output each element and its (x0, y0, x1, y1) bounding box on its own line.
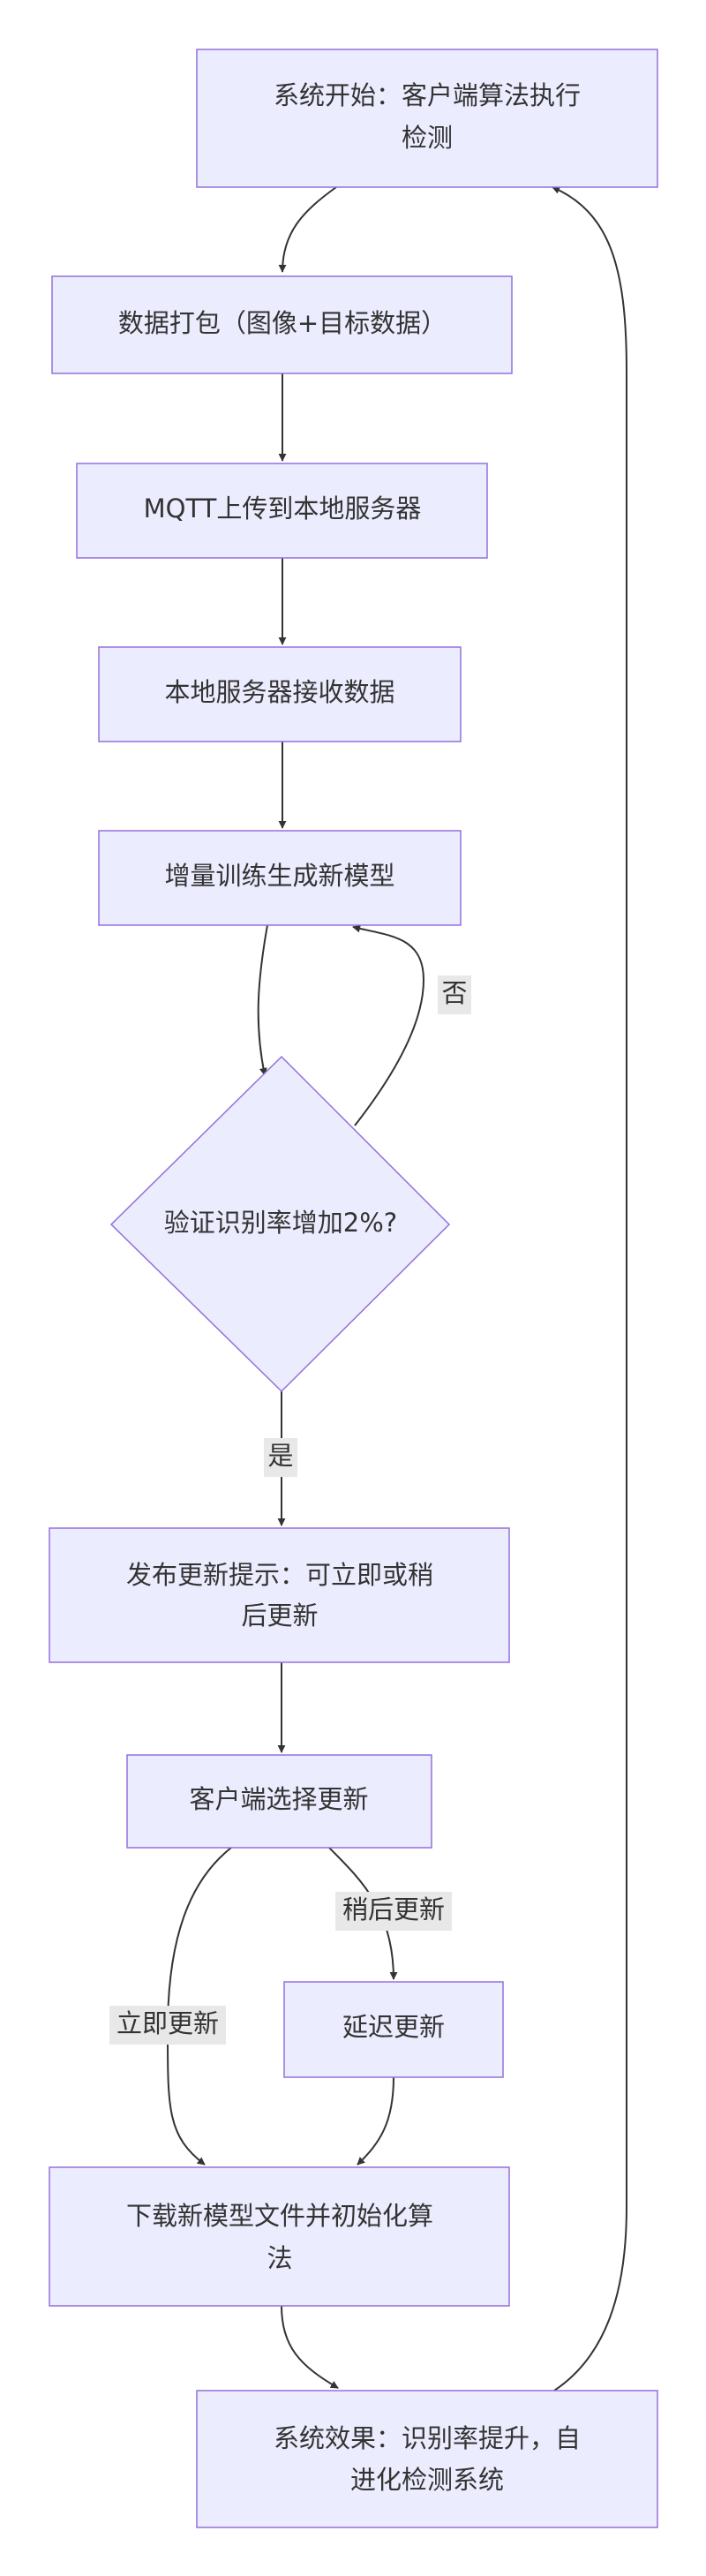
edge-train-to-verify (257, 924, 268, 1076)
edge-verify-to-train-no (352, 924, 425, 1126)
nodes: 系统开始：客户端算法执行 检测 数据打包（图像+目标数据） MQTT上传到本地服… (49, 49, 658, 2528)
node-delay: 延迟更新 (283, 1981, 504, 2078)
node-package: 数据打包（图像+目标数据） (51, 275, 513, 374)
node-verify: 验证识别率增加2%? (109, 1055, 451, 1393)
node-upload-label: MQTT上传到本地服务器 (144, 493, 422, 523)
node-effect-line-2: 进化检测系统 (350, 2465, 504, 2495)
node-delay-label: 延迟更新 (342, 2012, 445, 2042)
node-choose: 客户端选择更新 (126, 1754, 432, 1849)
node-download-line-1: 下载新模型文件并初始化算 (126, 2201, 433, 2231)
node-publish-line-1: 发布更新提示：可立即或稍 (126, 1560, 433, 1590)
node-start: 系统开始：客户端算法执行 检测 (196, 49, 658, 188)
node-start-line-2: 检测 (402, 123, 453, 153)
edges (166, 186, 627, 2391)
node-start-line-1: 系统开始：客户端算法执行 (274, 80, 581, 110)
node-publish: 发布更新提示：可立即或稍 后更新 (49, 1527, 510, 1663)
node-receive: 本地服务器接收数据 (98, 646, 462, 742)
edge-label-no: 否 (438, 975, 471, 1014)
svg-text:否: 否 (441, 978, 467, 1008)
edge-label-yes: 是 (264, 1438, 297, 1477)
svg-text:稍后更新: 稍后更新 (342, 1894, 445, 1924)
edge-label-later: 稍后更新 (335, 1892, 452, 1931)
node-choose-label: 客户端选择更新 (189, 1784, 368, 1814)
node-upload: MQTT上传到本地服务器 (76, 463, 488, 559)
node-download: 下载新模型文件并初始化算 法 (49, 2166, 510, 2307)
edge-labels: 否 是 稍后更新 立即更新 (109, 975, 471, 2045)
node-receive-label: 本地服务器接收数据 (164, 677, 394, 707)
node-download-line-2: 法 (267, 2243, 292, 2273)
node-effect-line-1: 系统效果：识别率提升，自 (274, 2423, 581, 2453)
edge-label-now: 立即更新 (109, 2006, 226, 2045)
node-publish-line-2: 后更新 (241, 1601, 318, 1631)
edge-effect-to-start-loop (552, 186, 627, 2391)
edge-start-to-package (278, 186, 337, 273)
node-effect: 系统效果：识别率提升，自 进化检测系统 (196, 2390, 658, 2528)
svg-text:是: 是 (267, 1441, 293, 1471)
node-train: 增量训练生成新模型 (98, 830, 462, 926)
edge-delay-to-download (357, 2076, 394, 2165)
edge-download-to-effect (281, 2305, 339, 2389)
node-verify-label: 验证识别率增加2%? (164, 1208, 397, 1238)
svg-text:立即更新: 立即更新 (116, 2008, 219, 2038)
node-train-label: 增量训练生成新模型 (164, 861, 394, 891)
node-package-label: 数据打包（图像+目标数据） (118, 308, 447, 338)
